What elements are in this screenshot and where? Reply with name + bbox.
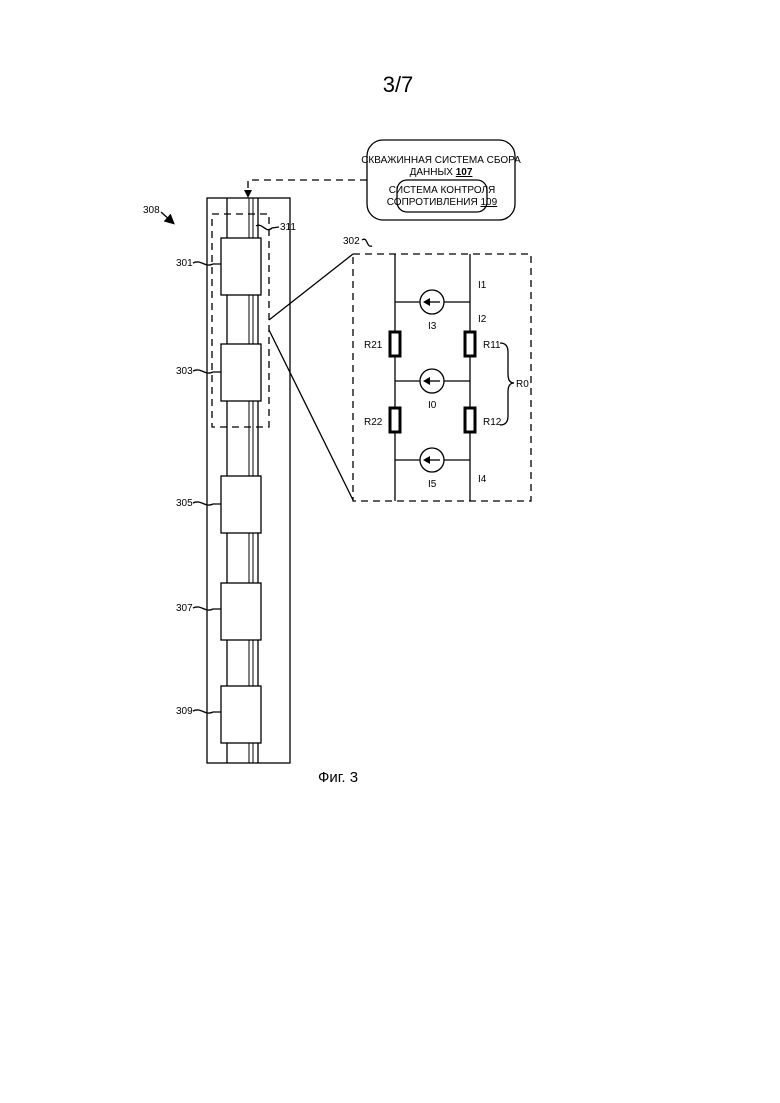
label-I3: I3	[428, 321, 437, 332]
resistance-system-line2: СОПРОТИВЛЕНИЯ 109	[387, 197, 498, 208]
resistance-system-line1: СИСТЕМА КОНТРОЛЯ	[389, 185, 496, 196]
label-I2: I2	[478, 314, 487, 325]
resistor-R22	[390, 408, 400, 432]
data-link-arrowhead	[244, 190, 252, 198]
data-system-ref: 107	[456, 167, 473, 178]
figure-caption: Фиг. 3	[318, 769, 358, 786]
brace-R0	[500, 343, 514, 425]
ref-309: 309	[176, 706, 193, 717]
label-R11: R11	[483, 340, 501, 351]
ref-311: 311	[280, 222, 296, 233]
page-number: 3/7	[383, 72, 414, 97]
resistor-R11	[465, 332, 475, 356]
ref-308: 308	[143, 205, 160, 216]
module-301	[221, 238, 261, 295]
circuit-box-302	[353, 254, 531, 501]
ref-303: 303	[176, 366, 193, 377]
ref-302: 302	[343, 236, 360, 247]
zoom-line-bottom	[269, 330, 353, 500]
resistance-system-ref: 109	[481, 197, 498, 208]
data-link-dashed	[248, 180, 367, 190]
ref-301: 301	[176, 258, 193, 269]
module-305	[221, 476, 261, 533]
current-source-I0	[420, 369, 444, 393]
current-source-I3	[420, 290, 444, 314]
data-system-line1: СКВАЖИННАЯ СИСТЕМА СБОРА	[361, 155, 521, 166]
label-R0: R0	[516, 379, 529, 390]
resistor-R21	[390, 332, 400, 356]
ref-302-leader	[362, 239, 372, 246]
resistance-system-line2-text: СОПРОТИВЛЕНИЯ	[387, 197, 481, 208]
ref-308-arrow	[161, 212, 171, 221]
module-309	[221, 686, 261, 743]
module-307	[221, 583, 261, 640]
label-R12: R12	[483, 417, 502, 428]
current-source-I5	[420, 448, 444, 472]
ref-307: 307	[176, 603, 193, 614]
ref-311-leader	[256, 225, 279, 230]
label-I5: I5	[428, 479, 437, 490]
ref-305: 305	[176, 498, 193, 509]
module-303	[221, 344, 261, 401]
zoom-line-top	[269, 254, 353, 320]
label-R22: R22	[364, 417, 383, 428]
label-R21: R21	[364, 340, 383, 351]
label-I4: I4	[478, 474, 487, 485]
label-I0: I0	[428, 400, 437, 411]
data-system-line2-text: ДАННЫХ	[410, 167, 456, 178]
label-I1: I1	[478, 280, 487, 291]
circuit-wiring	[395, 254, 470, 501]
data-system-line2: ДАННЫХ 107	[410, 167, 473, 178]
resistor-R12	[465, 408, 475, 432]
tool-string	[207, 198, 290, 763]
